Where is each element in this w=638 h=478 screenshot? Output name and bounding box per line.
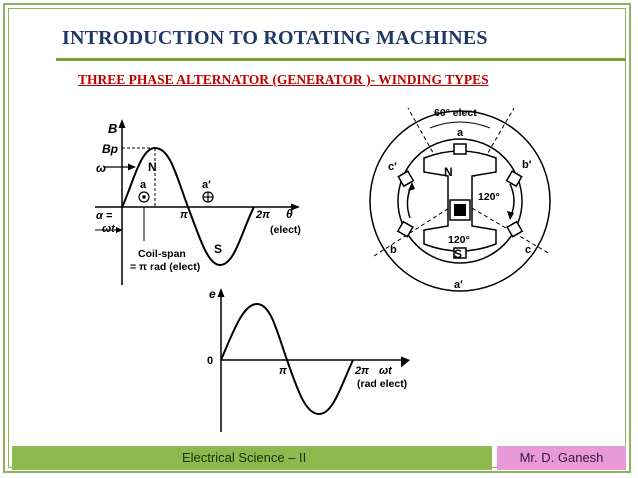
rotation-arrow-left-head	[408, 182, 415, 191]
flux-curve	[121, 146, 255, 267]
slot-a	[453, 143, 467, 155]
flux-x-arrow	[291, 203, 300, 211]
emf-rad-elect-label: (rad elect)	[357, 378, 407, 390]
machine-coil-a-label: a	[457, 127, 464, 139]
footer-author-label: Mr. D. Ganesh	[519, 450, 604, 465]
emf-x-arrow	[401, 356, 410, 368]
footer-course-label: Electrical Science – II	[182, 450, 307, 465]
rotation-arrow-right-head	[507, 211, 514, 220]
shaft-core	[454, 204, 466, 216]
omega-arrow	[128, 163, 136, 171]
machine-coil-a-prime-label: a′	[454, 279, 463, 291]
emf-curve	[220, 302, 354, 416]
slot-b	[396, 220, 414, 238]
coil-a-label: a	[140, 179, 147, 191]
slide-border-outer	[3, 3, 631, 473]
alternator-cross-section: 60° elect a N 120° 120° S a′ b′ c′ b c	[369, 107, 551, 292]
flux-peak-label: Bp	[102, 142, 118, 156]
slot-c-prime	[397, 170, 415, 188]
coil-span-value-label: = π rad (elect)	[130, 261, 200, 273]
flux-south-label: S	[214, 242, 222, 256]
alpha-pointer-arrow	[116, 227, 123, 233]
machine-coil-c-label: c	[525, 244, 531, 256]
emf-y-label: e	[209, 287, 216, 301]
flux-y-label: B	[108, 121, 117, 136]
stator-inner-circle	[397, 138, 523, 264]
footer-course-bar: Electrical Science – II	[12, 446, 492, 470]
slot-a-prime	[453, 247, 467, 259]
flux-density-plot: B Bp ω N a a′ α = ωt π 2π θ (elect) S Co…	[95, 119, 301, 285]
footer-author-bar: Mr. D. Ganesh	[497, 446, 626, 470]
angle-top-label: 60° elect	[434, 107, 477, 119]
angle-right-label: 120°	[478, 191, 500, 203]
coil-a-dot-center	[142, 195, 146, 199]
flux-omega-label: ω	[96, 161, 106, 175]
flux-y-arrow	[118, 119, 126, 128]
emf-two-pi-label: 2π	[354, 365, 369, 377]
slide-subtitle: THREE PHASE ALTERNATOR (GENERATOR )- WIN…	[78, 72, 489, 87]
flux-alpha-label: α =	[96, 210, 113, 222]
machine-north-label: N	[444, 165, 453, 179]
sector-line-lower-left	[373, 200, 461, 257]
emf-omega-t-label: ωt	[379, 365, 393, 377]
emf-plot: e 0 π 2π ωt (rad elect)	[207, 287, 410, 432]
title-underline	[56, 58, 626, 61]
slot-c	[506, 220, 524, 238]
flux-omega-t-label: ωt	[102, 223, 116, 235]
slide-title: INTRODUCTION TO ROTATING MACHINES	[62, 27, 488, 49]
machine-coil-b-label: b	[390, 244, 397, 256]
flux-north-label: N	[148, 160, 157, 174]
angle-bottom-label: 120°	[448, 234, 470, 246]
flux-pi-label: π	[180, 209, 188, 221]
machine-coil-b-prime-label: b′	[522, 159, 532, 171]
flux-two-pi-label: 2π	[255, 209, 270, 221]
stator-outer-circle	[369, 110, 551, 292]
coil-a-prime-label: a′	[202, 179, 211, 191]
emf-pi-label: π	[279, 365, 287, 377]
emf-y-arrow	[217, 288, 225, 297]
coil-span-label: Coil-span	[138, 248, 186, 260]
flux-elect-label: (elect)	[270, 224, 301, 236]
flux-theta-label: θ	[286, 207, 293, 221]
emf-origin-label: 0	[207, 355, 213, 367]
sector-line-lower-right	[459, 200, 551, 255]
sixty-degree-arc	[429, 121, 491, 129]
machine-south-label: S	[454, 247, 462, 261]
machine-coil-c-prime-label: c′	[388, 161, 397, 173]
slot-b-prime	[505, 170, 523, 188]
